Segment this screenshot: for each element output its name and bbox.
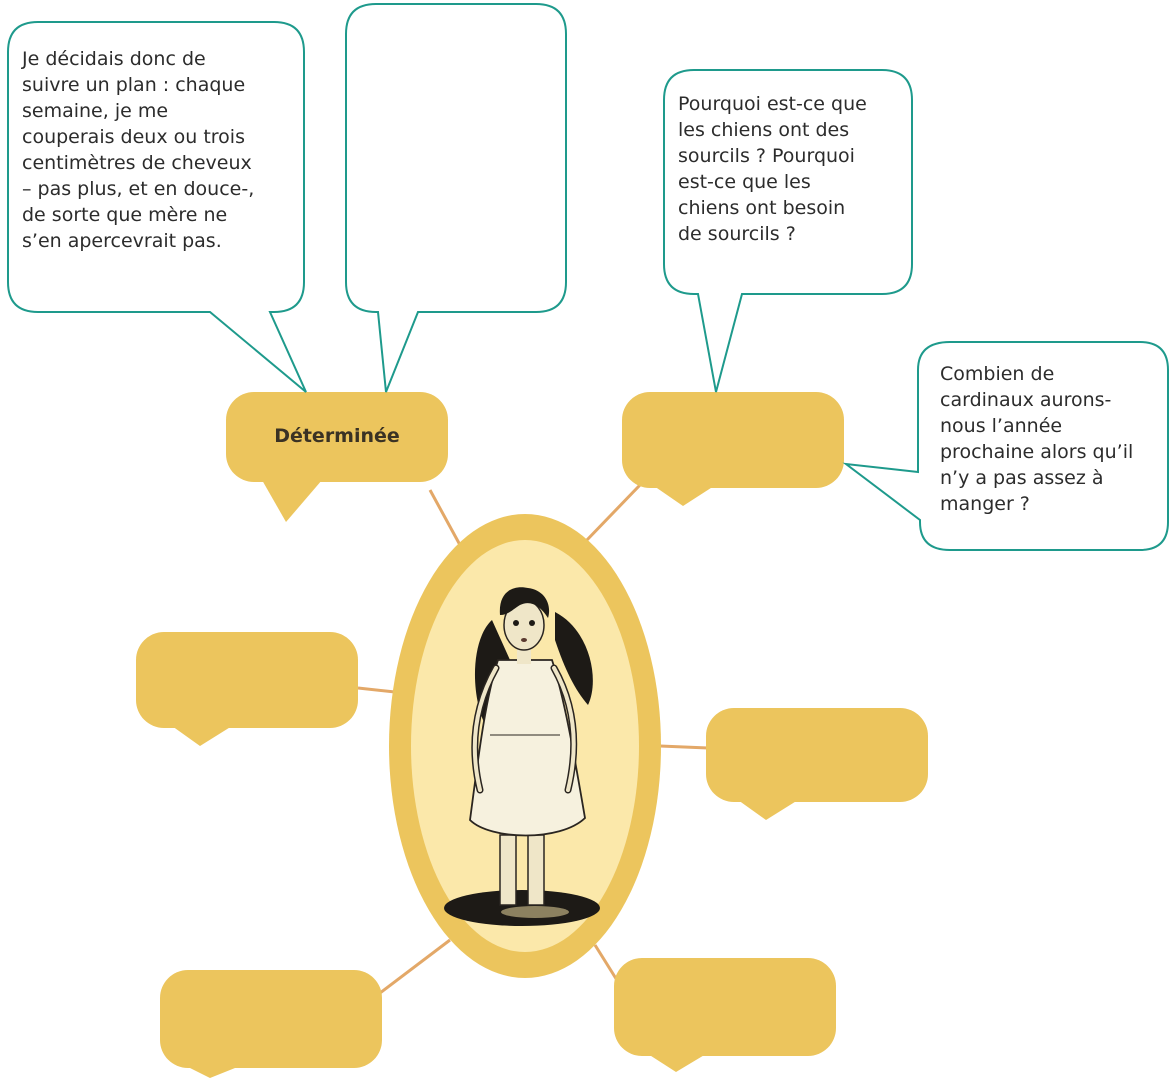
trait-bubble-middle-right: [706, 708, 928, 820]
callout-empty: [345, 3, 567, 393]
callout-dogs: [663, 69, 913, 393]
trait-bubble-top-left: [226, 392, 448, 522]
connector-top-right: [583, 483, 642, 544]
connector-bottom-left: [379, 938, 451, 995]
trait-bubble-middle-left: [136, 632, 358, 746]
central-portrait: [389, 514, 661, 978]
callout-cardinals: [842, 341, 1169, 551]
trait-bubble-bottom-left: [160, 970, 382, 1078]
connector-middle-left: [357, 686, 396, 694]
trait-bubble-bottom-right: [614, 958, 836, 1072]
callout-plan-text: Je décidais donc de suivre un plan : cha…: [22, 48, 255, 252]
trait-label-top-left: Déterminée: [274, 425, 400, 447]
callout-cardinals-text: Combien de cardinaux aurons- nous l’anné…: [940, 363, 1134, 515]
connector-top-left: [428, 489, 462, 546]
girl-illustration-icon: [444, 587, 600, 926]
callout-dogs-text: Pourquoi est-ce que les chiens ont des s…: [678, 93, 867, 245]
trait-bubble-top-right: [622, 392, 844, 506]
connectors: [357, 483, 709, 995]
connector-middle-right: [659, 744, 709, 750]
callout-plan: [7, 21, 307, 393]
